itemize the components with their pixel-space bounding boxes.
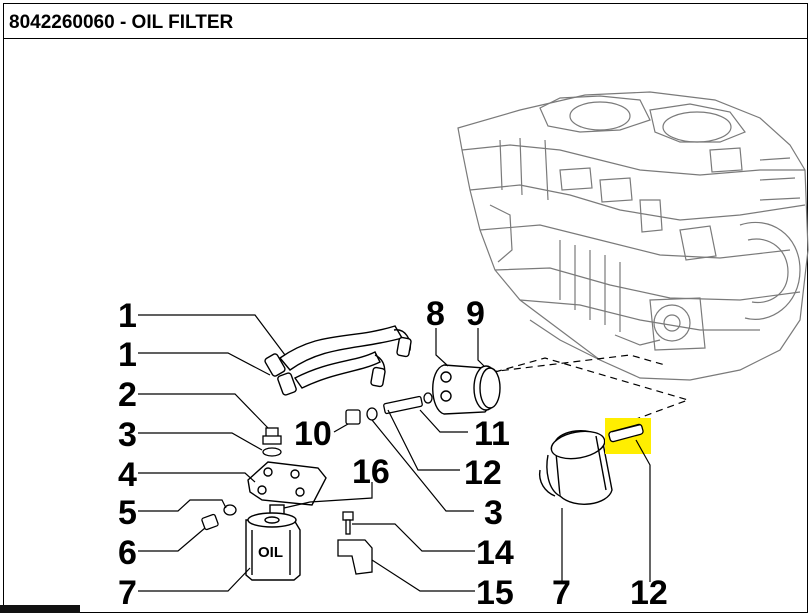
- callout-9: 9: [466, 295, 485, 333]
- mount-bolt-part: [201, 504, 237, 531]
- callout-1-lower: 1: [118, 336, 137, 374]
- filter-mount-bracket: [247, 461, 327, 506]
- title-bar: 8042260060 - OIL FILTER: [3, 3, 808, 39]
- callout-12-right: 12: [630, 574, 668, 612]
- callout-8: 8: [426, 295, 445, 333]
- page-title: 8042260060 - OIL FILTER: [9, 12, 234, 33]
- callout-16: 16: [352, 453, 390, 491]
- oil-filter-label: OIL: [258, 544, 283, 561]
- callout-7-left: 7: [118, 574, 137, 612]
- callout-1-upper: 1: [118, 297, 137, 335]
- oil-filter-right: [538, 430, 613, 505]
- leader-lines: [138, 314, 651, 592]
- callout-3-left: 3: [118, 416, 137, 454]
- callout-4: 4: [118, 456, 137, 494]
- bracket-and-screw-parts: [337, 511, 373, 575]
- banjo-bolt-part: [262, 427, 282, 457]
- callout-14: 14: [476, 534, 514, 572]
- callout-5: 5: [118, 494, 137, 532]
- callout-10: 10: [294, 415, 332, 453]
- highlighted-nipple-part: [605, 418, 651, 454]
- dashed-assembly-lines: [489, 354, 690, 426]
- callout-6: 6: [118, 534, 137, 572]
- oil-pipes: [264, 325, 412, 396]
- callout-15: 15: [476, 574, 514, 612]
- corner-tab: [0, 605, 80, 613]
- callout-11: 11: [474, 415, 510, 453]
- callout-2: 2: [118, 376, 137, 414]
- callout-12-middle: 12: [464, 454, 502, 492]
- callout-3-middle: 3: [484, 494, 503, 532]
- engine-block-illustration: [457, 91, 809, 381]
- callout-7-right: 7: [552, 574, 571, 612]
- cooler-housing-part: [432, 364, 501, 415]
- plug-and-nipple-parts: [345, 392, 433, 425]
- oil-filter-left: [245, 504, 301, 581]
